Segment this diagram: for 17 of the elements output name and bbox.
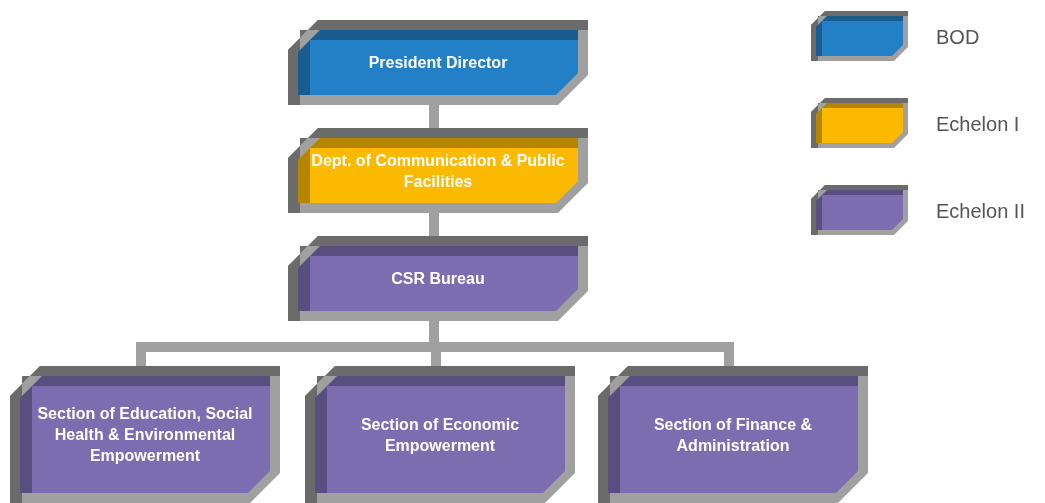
box-title: Dept. of Communication & Public Facilities (310, 150, 566, 192)
connector-line (429, 105, 439, 128)
connector-line (429, 213, 439, 236)
legend-label: Echelon I (936, 112, 1020, 136)
org-box (305, 366, 575, 503)
legend-label: BOD (936, 25, 980, 49)
org-box (288, 20, 588, 105)
box-title: Section of Economic Empowerment (359, 414, 521, 456)
org-box (10, 366, 280, 503)
box-title: CSR Bureau (391, 269, 485, 289)
box-title: Section of Education, Social Health & Environmental Empowerment (36, 404, 254, 466)
org-box (288, 128, 588, 213)
box-title: President Director (368, 53, 508, 73)
org-box (288, 236, 588, 321)
legend-label: Echelon II (936, 199, 1025, 223)
box-title: Section of Finance & Administration (652, 414, 814, 456)
org-box (598, 366, 868, 503)
